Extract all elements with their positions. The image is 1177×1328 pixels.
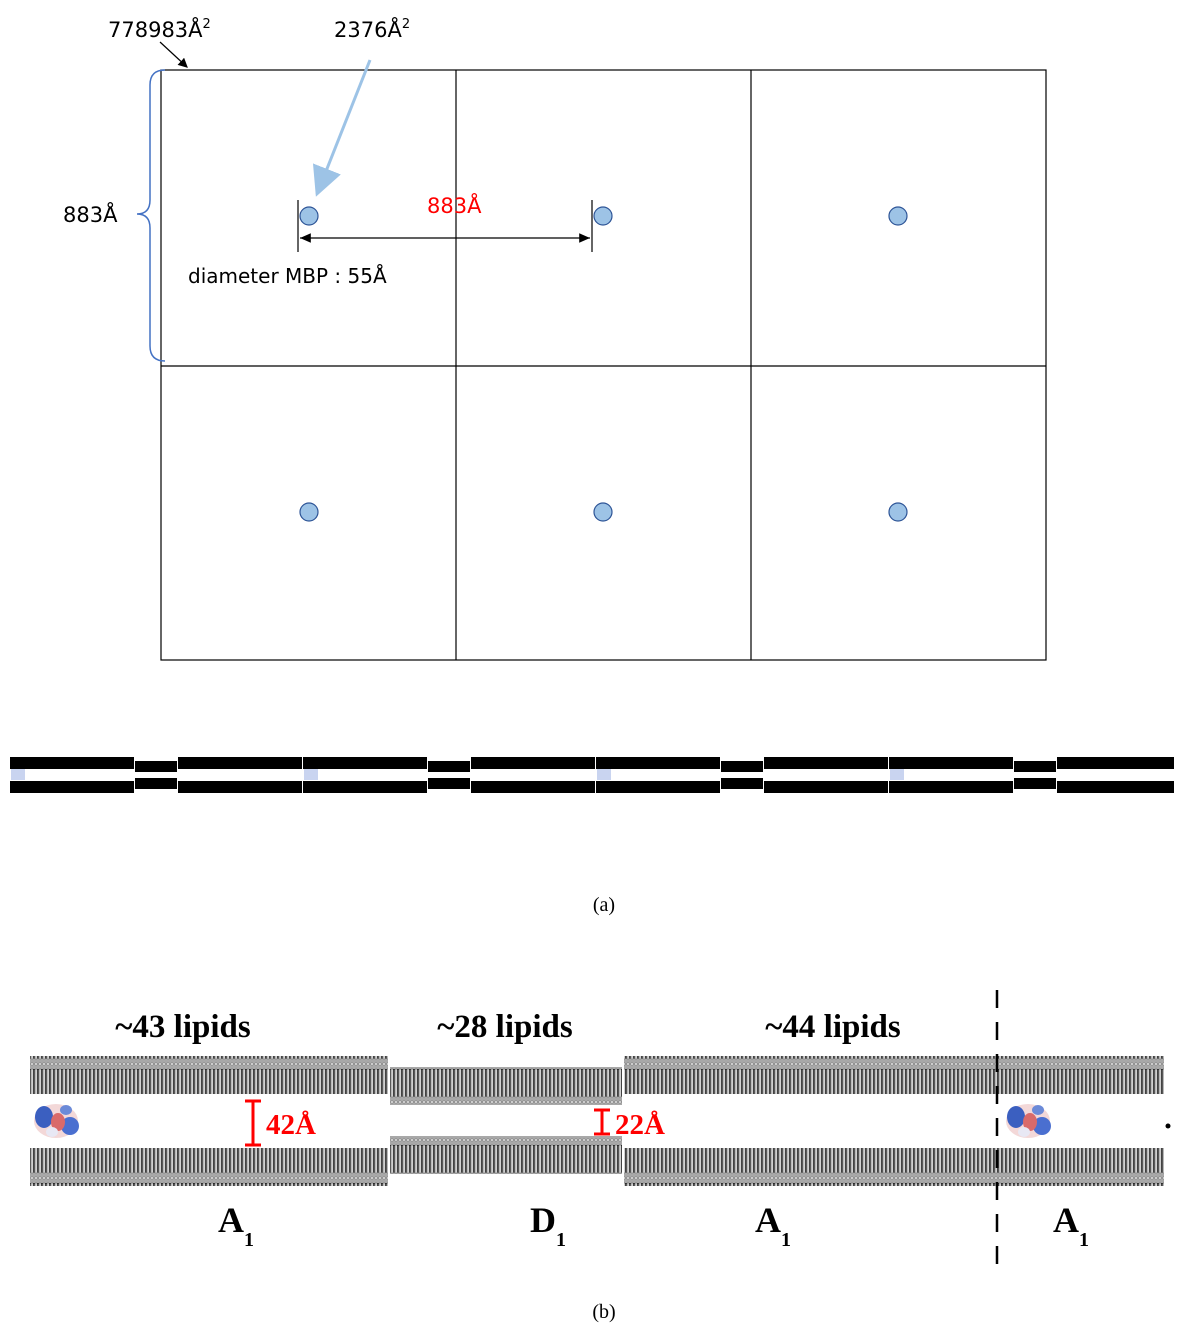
cell-grid — [160, 69, 1047, 661]
lipid-count-label: ~28 lipids — [437, 1009, 573, 1045]
lipid-count-label: ~43 lipids — [115, 1009, 251, 1045]
strip-leaflet — [1057, 757, 1174, 769]
mbp-circle — [888, 206, 908, 226]
strip-leaflet — [1057, 781, 1174, 793]
lower-leaflet — [30, 1148, 388, 1186]
upper-leaflet — [390, 1067, 622, 1105]
upper-leaflet — [30, 1056, 388, 1094]
bilayer — [30, 1056, 1164, 1186]
lower-leaflet — [624, 1148, 1164, 1186]
segment-type-label: A1 — [1053, 1200, 1089, 1251]
segment-type-label: A1 — [218, 1200, 254, 1251]
mbp-pointer-arrow — [312, 59, 372, 197]
strip-leaflet — [178, 781, 302, 793]
spacing-label: 883Å — [427, 192, 482, 218]
strip-leaflet — [428, 778, 470, 789]
caption-b: (b) — [592, 1301, 615, 1323]
mbp-circle — [593, 502, 613, 522]
strip-leaflet — [596, 757, 720, 769]
lower-leaflet — [390, 1136, 622, 1174]
mbp-circle — [593, 206, 613, 226]
mbp-area-label: 2376Å2 — [334, 16, 410, 42]
strip-leaflet — [10, 781, 134, 793]
upper-leaflet — [624, 1056, 1164, 1094]
strip-protein — [11, 769, 25, 780]
strip-protein — [597, 769, 611, 780]
strip-leaflet — [764, 781, 888, 793]
strip-leaflet — [1014, 778, 1056, 789]
membrane-strip — [10, 757, 1174, 793]
strip-leaflet — [721, 761, 763, 772]
strip-leaflet — [303, 781, 427, 793]
strip-leaflet — [135, 778, 177, 789]
cell-area-label: 778983Å2 — [108, 16, 211, 42]
strip-leaflet — [889, 781, 1013, 793]
strip-protein — [304, 769, 318, 780]
strip-leaflet — [596, 781, 720, 793]
mbp-circle — [888, 502, 908, 522]
mbp-protein — [1006, 1104, 1051, 1138]
strip-leaflet — [1014, 761, 1056, 772]
strip-leaflet — [303, 757, 427, 769]
mbp-circle — [299, 502, 319, 522]
segment-type-label: A1 — [755, 1200, 791, 1251]
panel-b: ~43 lipids ~28 lipids ~44 lipids 42Å 22Å… — [30, 990, 1171, 1323]
lipid-count-label: ~44 lipids — [765, 1009, 901, 1045]
panel-a: 778983Å2 2376Å2 883Å 883Å diameter MBP :… — [10, 16, 1174, 916]
strip-leaflet — [135, 761, 177, 772]
mbp-circle — [299, 206, 319, 226]
mbp-circles — [299, 206, 908, 522]
continuation-dot — [1165, 1123, 1171, 1129]
strip-leaflet — [889, 757, 1013, 769]
gap-label: 42Å — [266, 1109, 316, 1141]
strip-leaflet — [471, 781, 595, 793]
grid-outline — [160, 69, 1047, 661]
corner-arrow — [159, 41, 188, 68]
segment-type-label: D1 — [530, 1200, 566, 1251]
mbp-protein — [34, 1104, 79, 1138]
strip-protein — [890, 769, 904, 780]
gap-marker — [594, 1108, 610, 1136]
diameter-label: diameter MBP : 55Å — [188, 264, 387, 288]
gap-label: 22Å — [615, 1109, 665, 1141]
spacing-dimension — [297, 200, 593, 252]
side-length-label: 883Å — [63, 201, 118, 227]
side-brace — [136, 69, 166, 362]
caption-a: (a) — [593, 894, 615, 916]
strip-leaflet — [721, 778, 763, 789]
gap-marker — [245, 1099, 261, 1147]
strip-leaflet — [428, 761, 470, 772]
strip-leaflet — [10, 757, 134, 769]
strip-leaflet — [178, 757, 302, 769]
strip-leaflet — [764, 757, 888, 769]
strip-leaflet — [471, 757, 595, 769]
